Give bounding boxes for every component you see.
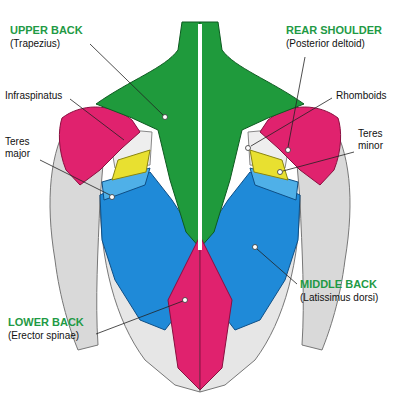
leader-line bbox=[251, 98, 332, 146]
region-heading: MIDDLE BACK bbox=[300, 278, 377, 290]
leader-lines bbox=[40, 44, 354, 334]
marker-dot bbox=[183, 298, 188, 303]
leader-line bbox=[288, 57, 305, 147]
spine bbox=[198, 24, 202, 250]
muscle-name: Teres minor bbox=[358, 128, 396, 152]
leader-line bbox=[257, 249, 297, 284]
marker-dots bbox=[110, 115, 291, 303]
leader-line bbox=[90, 44, 163, 115]
leader-line bbox=[70, 99, 124, 140]
marker-dot bbox=[278, 170, 283, 175]
region-heading: LOWER BACK bbox=[8, 316, 84, 328]
muscle-name: (Trapezius) bbox=[10, 38, 60, 50]
muscle-name: (Posterior deltoid) bbox=[286, 38, 365, 50]
muscle-name: Infraspinatus bbox=[5, 90, 62, 102]
marker-dot bbox=[253, 245, 258, 250]
muscle-name: (Erector spinae) bbox=[8, 330, 79, 342]
leader-line bbox=[96, 301, 183, 334]
muscle-name: (Latissimus dorsi) bbox=[300, 292, 378, 304]
marker-dot bbox=[163, 115, 168, 120]
marker-dot bbox=[286, 148, 291, 153]
marker-dot bbox=[110, 195, 115, 200]
muscle-name: Rhomboids bbox=[336, 90, 387, 102]
leader-line bbox=[40, 160, 110, 195]
muscle-name: Teres major bbox=[5, 136, 43, 160]
leader-line bbox=[283, 152, 354, 171]
marker-dot bbox=[246, 146, 251, 151]
right-half bbox=[200, 22, 350, 392]
region-heading: REAR SHOULDER bbox=[286, 24, 382, 36]
region-heading: UPPER BACK bbox=[10, 24, 83, 36]
